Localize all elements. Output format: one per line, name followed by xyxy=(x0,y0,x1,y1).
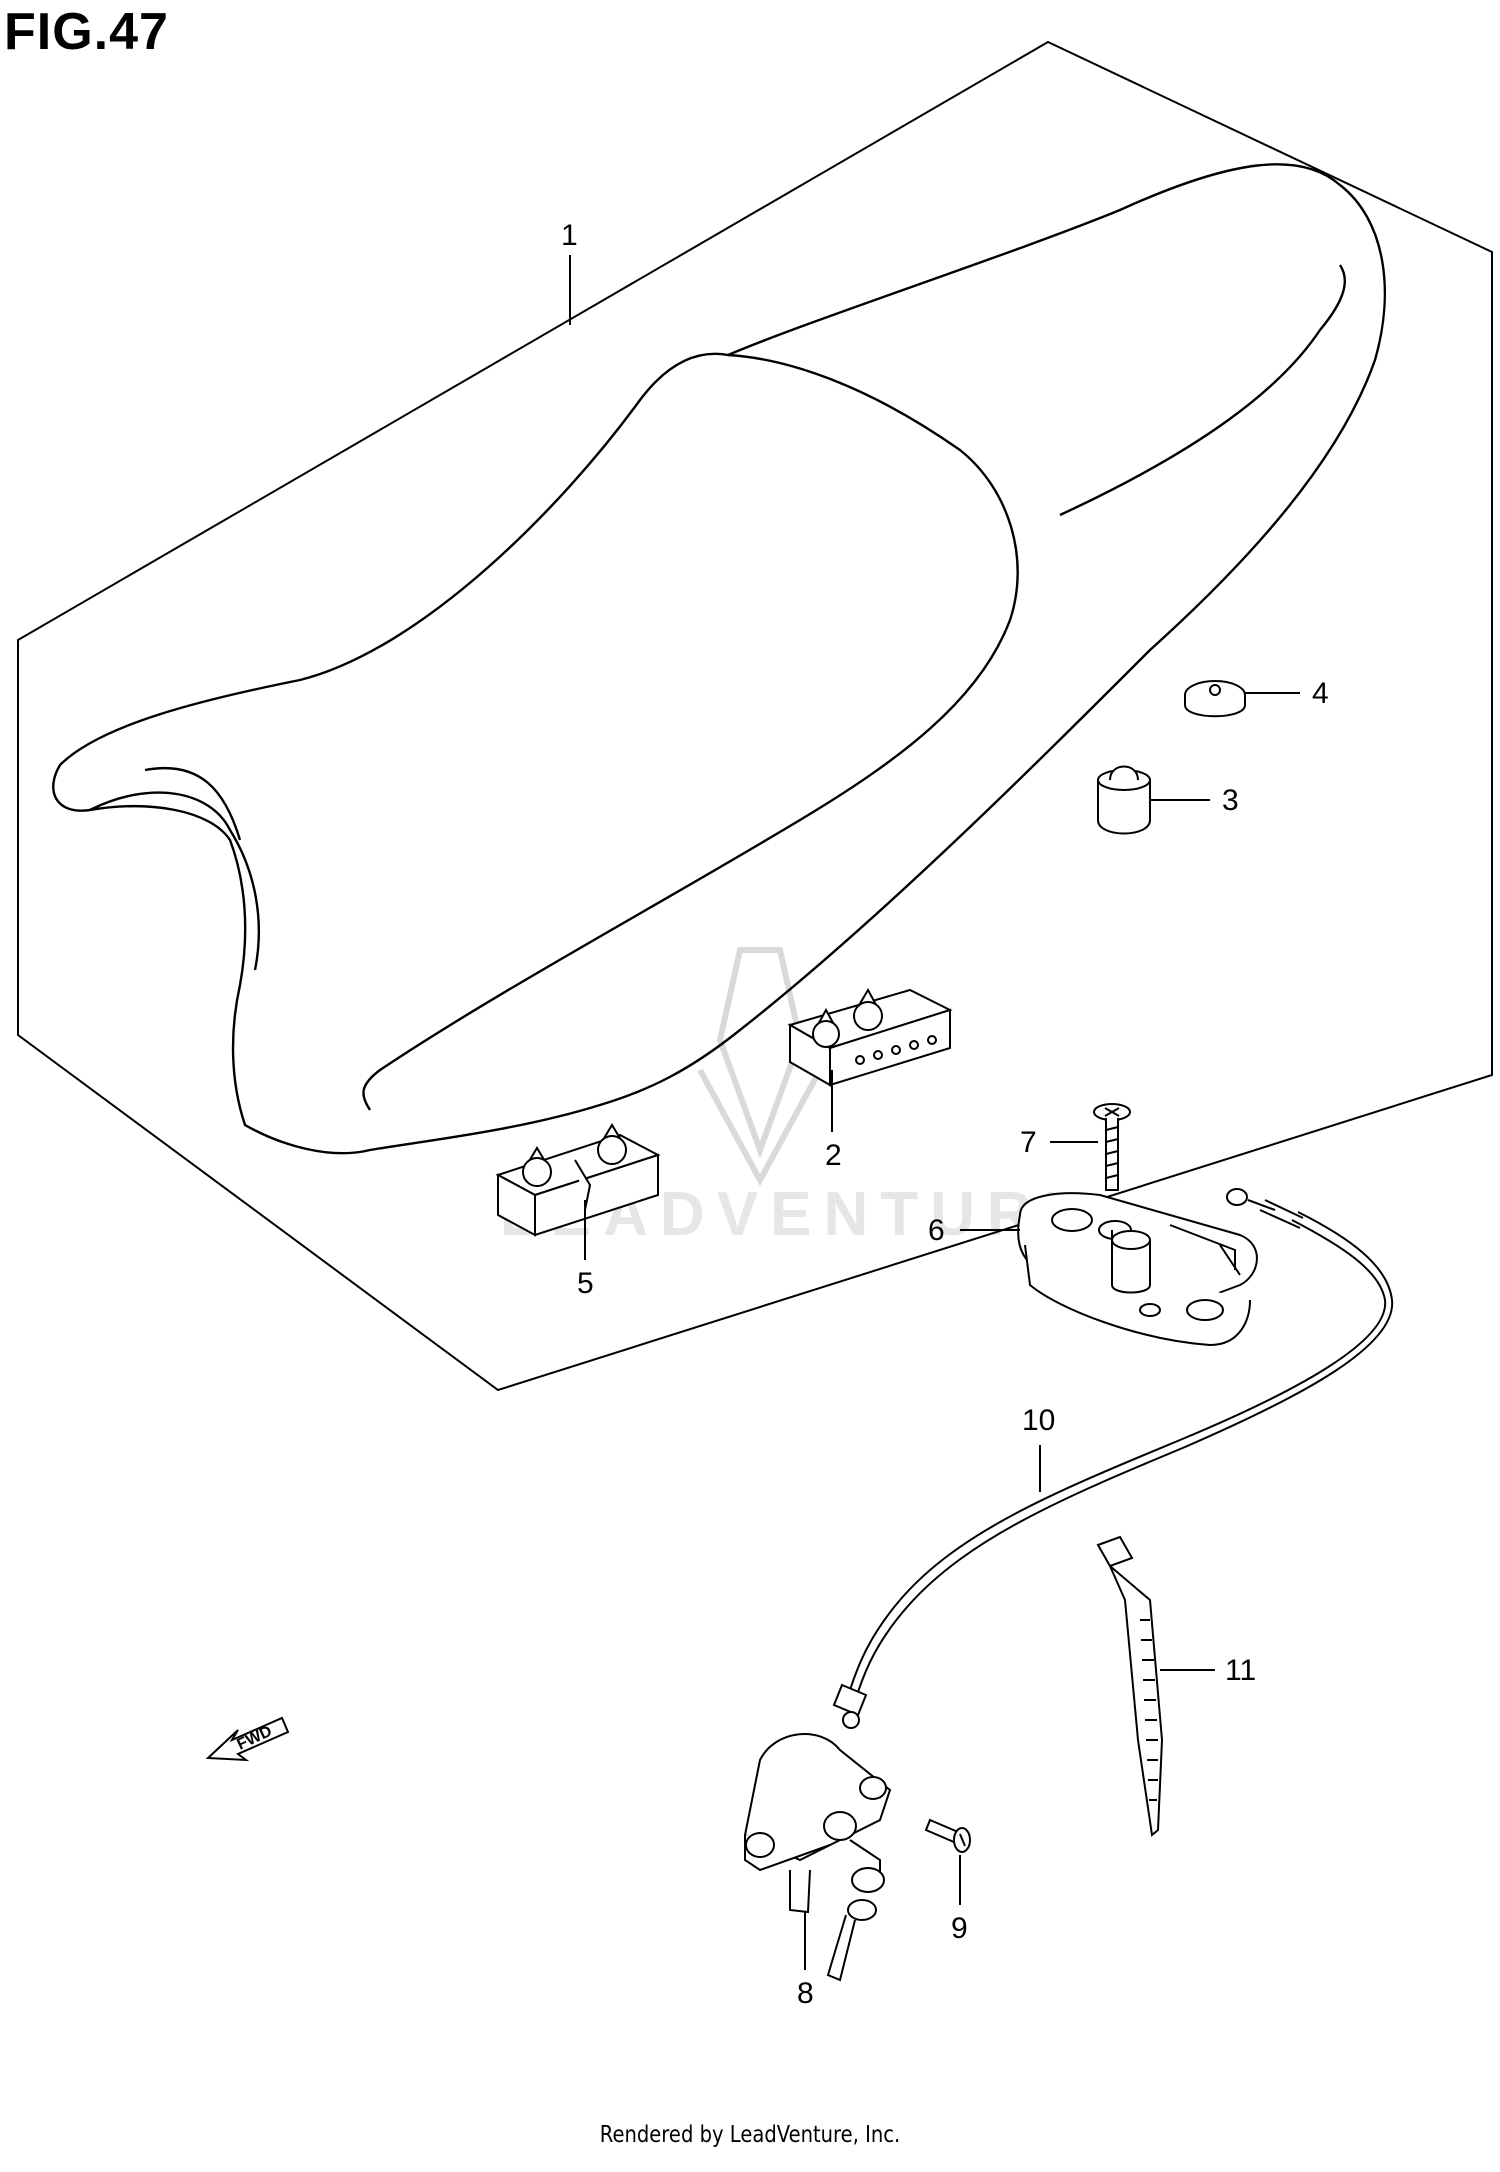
callout-8: 8 xyxy=(797,1977,814,2010)
callout-9: 9 xyxy=(951,1912,968,1945)
callout-labels: 1 2 3 4 5 6 7 8 9 10 11 xyxy=(561,219,1329,2010)
callout-7: 7 xyxy=(1020,1126,1037,1159)
callout-10: 10 xyxy=(1022,1404,1055,1437)
figure-title: FIG.47 xyxy=(4,3,169,61)
screw-drawing xyxy=(1093,1103,1131,1191)
lock-screw-drawing xyxy=(924,1818,971,1853)
clamp-band-drawing xyxy=(1096,1535,1164,1837)
rubber-bumper xyxy=(1097,765,1151,835)
callout-1: 1 xyxy=(561,219,578,252)
cushion-block-2 xyxy=(787,987,953,1087)
callout-5: 5 xyxy=(577,1267,594,1300)
callout-3: 3 xyxy=(1222,784,1239,817)
grommet xyxy=(1184,680,1246,718)
seat-drawing xyxy=(52,163,1387,1155)
callout-11: 11 xyxy=(1225,1654,1256,1687)
assembly-outline xyxy=(17,40,1493,1392)
seat-lock-drawing xyxy=(743,1733,892,1982)
callout-6: 6 xyxy=(928,1214,945,1247)
leader-lines xyxy=(569,255,1300,1970)
fwd-label: FWD xyxy=(235,1723,275,1754)
cushion-block-5 xyxy=(495,1123,661,1237)
latch-bracket-drawing xyxy=(1017,1192,1258,1347)
fwd-arrow: FWD xyxy=(205,1716,290,1762)
render-credit: Rendered by LeadVenture, Inc. xyxy=(599,2122,901,2148)
callout-4: 4 xyxy=(1312,677,1329,710)
callout-2: 2 xyxy=(825,1139,842,1172)
cable-drawing xyxy=(832,1188,1394,1729)
